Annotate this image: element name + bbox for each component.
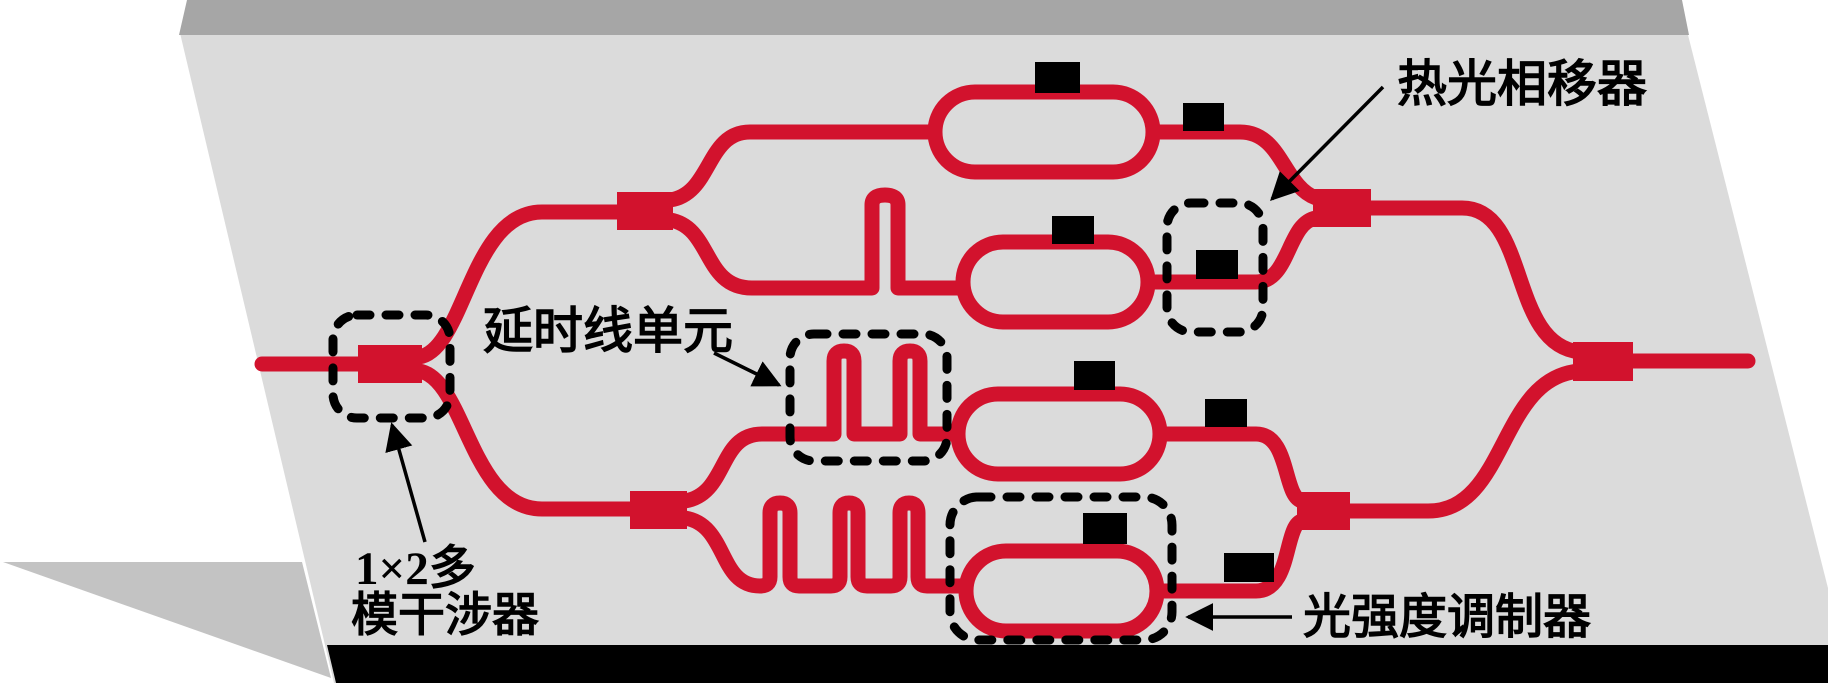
electrode-arm1-line (1183, 103, 1224, 131)
electrode-arm1-stadium (1035, 62, 1080, 93)
electrode-arm2-stadium (1052, 216, 1094, 244)
chip-surface (180, 33, 1828, 683)
waveguide-upper-combiner-output (1369, 200, 1582, 360)
waveguide-arm1 (668, 124, 936, 208)
chip-bottom-edge-bar (327, 645, 1828, 683)
dashed-box-intensity-modulator (945, 492, 1177, 645)
heater-electrodes (1035, 62, 1274, 582)
waveguide-arm3-with-delay-folds (683, 343, 960, 509)
mmi-splitter-lower (630, 491, 687, 529)
annotation-boxes (328, 198, 1268, 645)
label-thermo-optic-phase-shifter: 热光相移器 (1397, 56, 1648, 112)
waveguide-input-to-upper-branch (416, 204, 622, 365)
waveguide-arm2-to-combiner (1147, 210, 1319, 290)
mmi-input-1x2 (358, 345, 422, 383)
mmi-combiner-output (1573, 342, 1633, 381)
mmi-combiner-upper (1313, 189, 1371, 227)
electrode-arm4-stadium (1083, 513, 1127, 544)
electrode-arm2-phase-shifter (1196, 250, 1238, 279)
waveguide-arm3-to-combiner (1158, 426, 1306, 509)
arrow-input-mmi (385, 422, 427, 543)
arrow-delay-line-unit (713, 351, 782, 387)
waveguide-arm4-to-combiner (1155, 513, 1306, 599)
dashed-box-phase-shifter (1162, 198, 1268, 337)
waveguide-arm4-with-serpentine-delay (683, 495, 968, 594)
chip-shadow (3, 562, 331, 678)
arrow-phase-shifter (1270, 85, 1385, 201)
mmi-splitter-upper (617, 192, 673, 230)
electrode-arm3-line (1205, 399, 1247, 427)
waveguide-network (254, 84, 1756, 639)
label-delay-line-unit: 延时线单元 (483, 303, 733, 359)
dashed-box-input-mmi (328, 310, 455, 423)
electrode-arm4-line (1224, 553, 1274, 582)
label-1x2-mmi-line1: 1×2多 (355, 543, 476, 595)
waveguide-input-to-lower-branch (416, 363, 634, 517)
waveguide-arm2-with-delay-fold (668, 187, 964, 296)
mmi-combiner-lower (1297, 492, 1350, 530)
dashed-box-delay-line-unit (785, 329, 952, 466)
label-1x2-mmi-line2: 模干涉器 (351, 590, 540, 642)
chip-top-edge-bar (179, 0, 1689, 35)
annotation-arrows (385, 85, 1385, 631)
electrode-arm3-stadium (1074, 361, 1115, 390)
waveguide-lower-combiner-output (1348, 363, 1581, 519)
waveguide-arm1-to-combiner (1152, 124, 1320, 206)
mmi-couplers (358, 189, 1633, 530)
label-intensity-modulator: 光强度调制器 (1303, 591, 1592, 644)
annotation-labels: 热光相移器 延时线单元 1×2多 模干涉器 光强度调制器 (351, 56, 1648, 644)
